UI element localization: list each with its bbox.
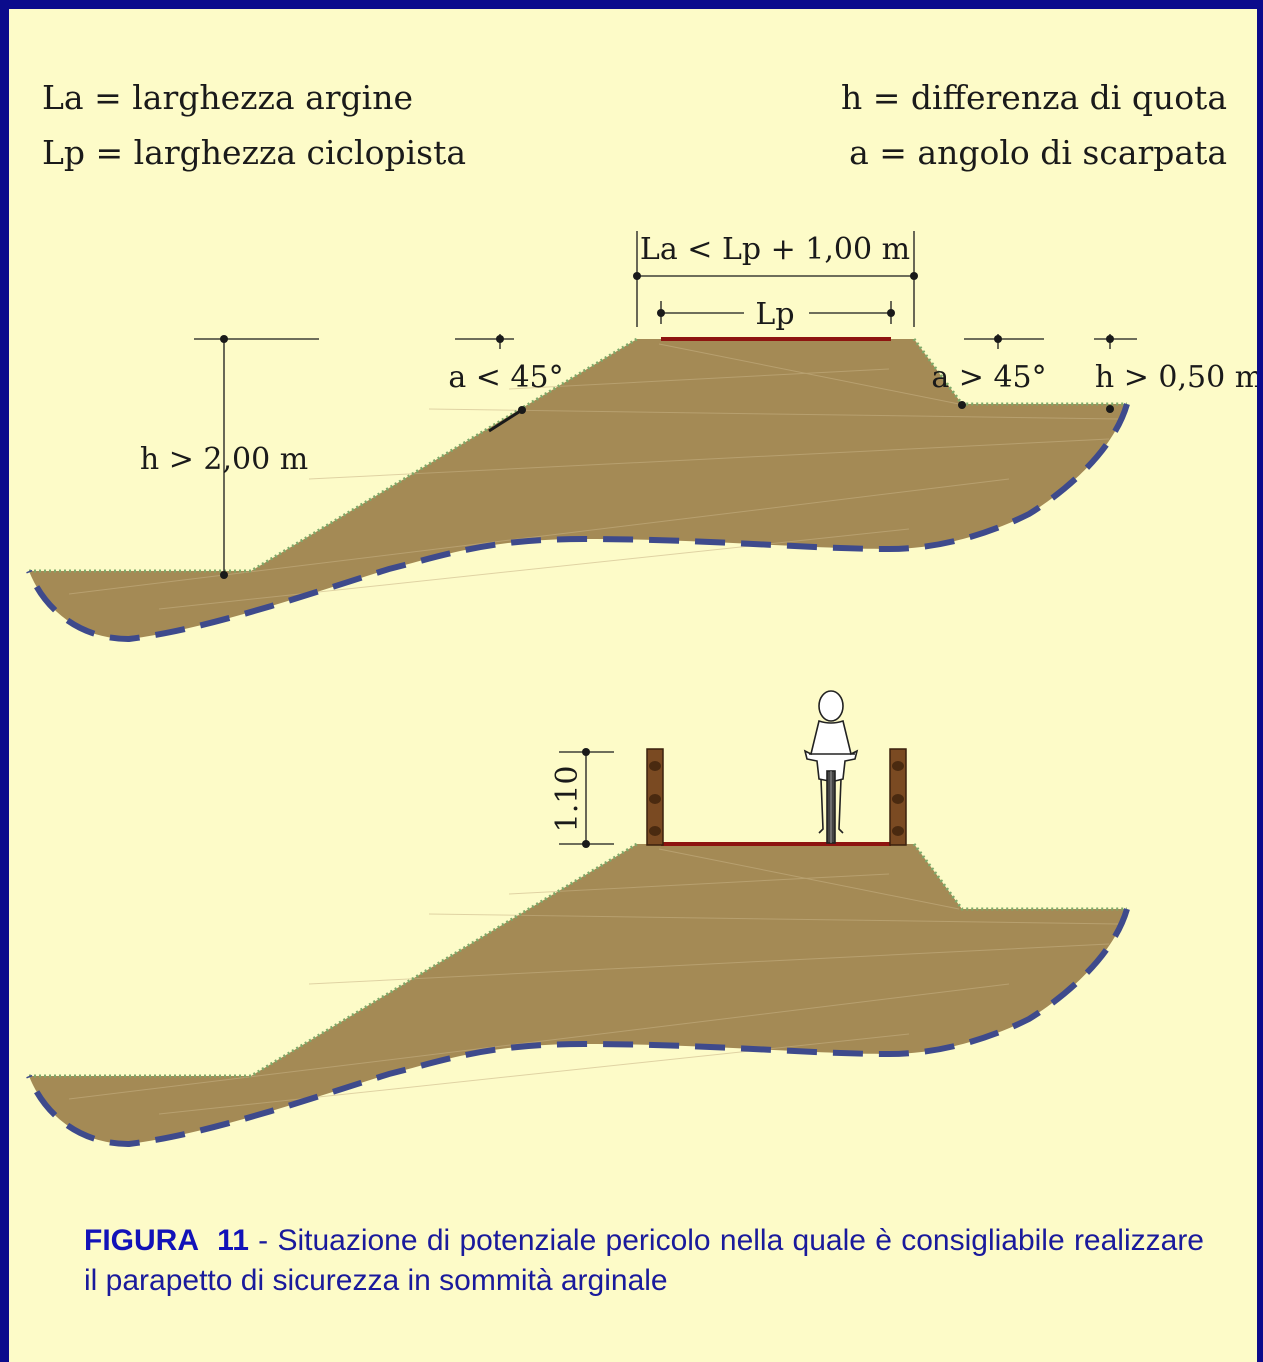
- dimension-la: [633, 231, 918, 327]
- embankment-bottom: [29, 844, 1127, 1144]
- dimension-lp: [657, 301, 895, 324]
- figure-number: FIGURA 11: [84, 1224, 249, 1257]
- dimension-left-height: [194, 335, 319, 579]
- left-height-label: h > 2,00 m: [140, 442, 308, 477]
- dimension-left-angle: [455, 334, 526, 433]
- legend-h: h = differenza di quota: [841, 78, 1227, 117]
- cyclist-icon: [803, 690, 859, 844]
- legend-lp: Lp = larghezza ciclopista: [42, 133, 466, 172]
- parapet-height-label: 1.10: [550, 766, 585, 833]
- width-condition-label: La < Lp + 1,00 m: [640, 232, 910, 267]
- right-height-label: h > 0,50 m: [1095, 360, 1263, 395]
- caption-text: - Situazione di potenziale pericolo nell…: [84, 1224, 1204, 1297]
- parapet-right-post: [889, 748, 907, 846]
- path-width-label: Lp: [755, 297, 794, 332]
- parapet-left-post: [646, 748, 664, 846]
- figure-caption: FIGURA 11 - Situazione di potenziale per…: [84, 1221, 1204, 1301]
- dimension-right-angle: [958, 334, 1044, 409]
- embankment-diagram: La = larghezza argine Lp = larghezza cic…: [9, 78, 1263, 1362]
- dimension-parapet-height: [559, 748, 614, 848]
- dimension-right-height: [1094, 334, 1137, 413]
- right-angle-label: a > 45°: [931, 360, 1046, 395]
- legend-a: a = angolo di scarpata: [849, 133, 1227, 172]
- left-angle-label: a < 45°: [448, 360, 563, 395]
- legend-la: La = larghezza argine: [42, 78, 413, 117]
